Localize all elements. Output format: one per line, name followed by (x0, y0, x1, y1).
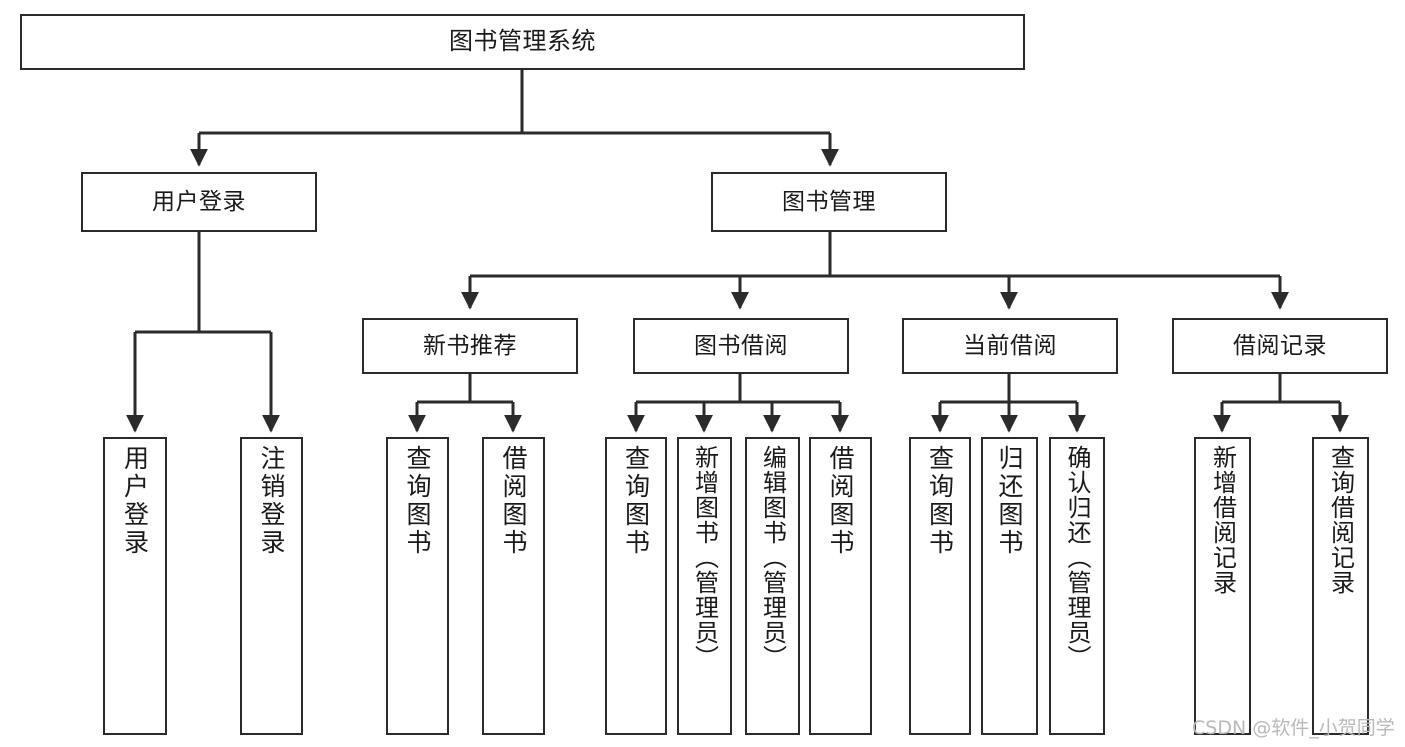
node-root-book-management-system[interactable]: 图书管理系统 (20, 14, 1025, 70)
node-book-borrow[interactable]: 图书借阅 (633, 318, 849, 374)
node-book-management[interactable]: 图书管理 (711, 172, 947, 232)
csdn-watermark: CSDN @软件_小贺同学 (1192, 717, 1395, 739)
node-label: 借阅记录 (1233, 332, 1327, 359)
node-label: 查询借阅记录 (1326, 445, 1355, 595)
node-label: 编辑图书（管理员） (758, 445, 787, 670)
node-label: 借阅图书 (499, 445, 528, 557)
node-label: 用户登录 (152, 188, 246, 215)
node-label: 新增图书（管理员） (690, 445, 719, 670)
leaf-query-borrow-record[interactable]: 查询借阅记录 (1312, 437, 1369, 735)
node-current-borrow[interactable]: 当前借阅 (902, 318, 1118, 374)
node-label: 借阅图书 (826, 445, 855, 557)
node-label: 查询图书 (403, 445, 432, 557)
leaf-add-book-admin[interactable]: 新增图书（管理员） (677, 437, 732, 735)
leaf-query-book-current[interactable]: 查询图书 (909, 437, 971, 735)
node-label: 注销登录 (257, 445, 286, 557)
leaf-add-borrow-record[interactable]: 新增借阅记录 (1194, 437, 1251, 735)
node-label: 图书借阅 (694, 332, 788, 359)
leaf-borrow-book[interactable]: 借阅图书 (809, 437, 872, 735)
node-new-book-recommend[interactable]: 新书推荐 (362, 318, 578, 374)
leaf-edit-book-admin[interactable]: 编辑图书（管理员） (745, 437, 800, 735)
leaf-confirm-return-admin[interactable]: 确认归还（管理员） (1049, 437, 1105, 735)
leaf-user-login[interactable]: 用户登录 (103, 437, 167, 735)
node-label: 当前借阅 (963, 332, 1057, 359)
node-label: 新增借阅记录 (1208, 445, 1237, 595)
node-label: 确认归还（管理员） (1063, 445, 1091, 670)
node-label: 图书管理 (782, 188, 876, 215)
node-label: 查询图书 (621, 445, 651, 557)
node-label: 查询图书 (925, 445, 955, 557)
node-borrow-record[interactable]: 借阅记录 (1172, 318, 1388, 374)
leaf-query-book-recommend[interactable]: 查询图书 (386, 437, 449, 735)
leaf-borrow-book-recommend[interactable]: 借阅图书 (482, 437, 545, 735)
node-label: 新书推荐 (423, 332, 517, 359)
leaf-return-book[interactable]: 归还图书 (981, 437, 1038, 735)
node-label: 图书管理系统 (449, 27, 596, 56)
node-label: 用户登录 (120, 445, 150, 557)
node-label: 归还图书 (995, 445, 1024, 557)
leaf-query-book-borrow[interactable]: 查询图书 (605, 437, 667, 735)
node-user-login[interactable]: 用户登录 (81, 172, 317, 232)
leaf-user-logout[interactable]: 注销登录 (240, 437, 303, 735)
